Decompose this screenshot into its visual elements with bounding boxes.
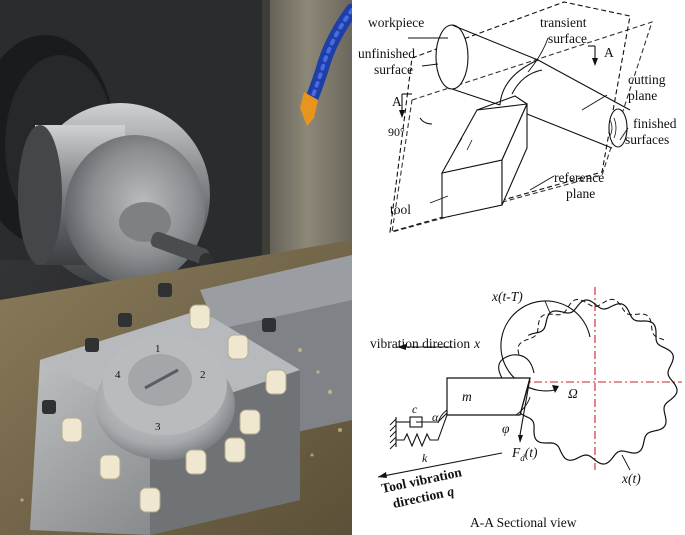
label-90-degrees: 90° xyxy=(388,125,405,139)
spring-damper xyxy=(389,412,448,450)
reference-plane-outline xyxy=(391,21,653,233)
workpiece-profile-x-t-minus-t xyxy=(517,298,667,355)
label-mass-m: m xyxy=(462,389,472,404)
label-spring-k: k xyxy=(422,451,428,465)
workpiece-profile-x-t xyxy=(516,299,678,465)
tool-mass-block xyxy=(446,377,531,416)
svg-text:1: 1 xyxy=(155,343,161,355)
lathe-photo: 1 2 3 4 xyxy=(0,0,352,535)
label-alpha: α xyxy=(432,410,439,424)
label-section-a-left: A xyxy=(392,94,402,109)
workpiece-cylinder xyxy=(435,24,631,149)
label-damper-c: c xyxy=(412,402,418,416)
label-omega: Ω xyxy=(568,386,578,401)
label-tool: tool xyxy=(390,202,411,217)
tool-vibration-arrow xyxy=(377,452,503,478)
label-x-t: x(t) xyxy=(621,471,641,486)
label-force: Fd(t) xyxy=(511,445,538,463)
svg-text:2: 2 xyxy=(200,369,206,381)
tool-post-icon: 1 2 3 4 xyxy=(30,283,300,535)
svg-text:3: 3 xyxy=(155,421,161,433)
chip xyxy=(498,354,535,379)
label-tool-vibration-direction: Tool vibration directionq xyxy=(380,464,463,511)
label-workpiece: workpiece xyxy=(368,15,424,30)
svg-text:4: 4 xyxy=(115,369,121,381)
label-section-a-right: A xyxy=(604,45,614,60)
lathe-chuck-icon xyxy=(18,103,210,287)
caption-sectional-view: A-A Sectional view xyxy=(470,515,577,530)
label-phi: φ xyxy=(502,421,510,436)
cutting-force-arrow xyxy=(519,377,531,436)
cutting-tool xyxy=(440,95,528,219)
label-x-t-minus-t: x(t-T) xyxy=(491,289,523,304)
coolant-hose-icon xyxy=(300,3,352,126)
cutting-plane-outline xyxy=(389,1,631,233)
